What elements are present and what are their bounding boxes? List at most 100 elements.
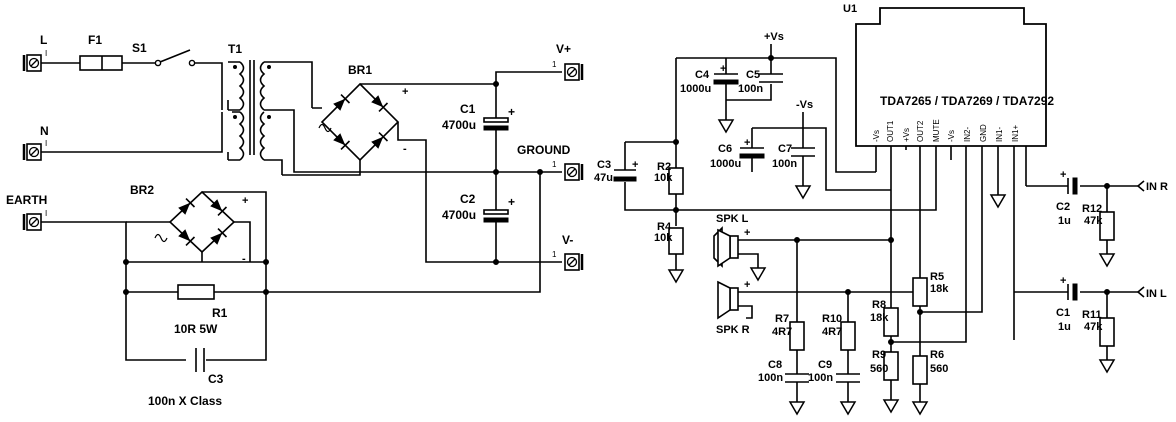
- switch-S1-blade: [159, 49, 191, 63]
- amplifier-section: U1 TDA7265 / TDA7269 / TDA7292 -Vs OUT1 …: [594, 3, 1168, 415]
- resistor-R12: [1099, 211, 1115, 241]
- label-R11-value: 47k: [1084, 321, 1103, 333]
- label-C4: C4: [695, 69, 710, 81]
- label-C1-plus: +: [508, 105, 515, 119]
- capacitor-C1-plate-neg: [483, 125, 509, 131]
- svg-text:IN1-: IN1-: [995, 127, 1004, 142]
- svg-text:IN2-: IN2-: [963, 127, 972, 142]
- label-in-right: IN R: [1146, 181, 1168, 193]
- ic-pin-labels: -Vs OUT1 +Vs OUT2 MUTE -Vs IN2- GND IN1-…: [872, 119, 1020, 142]
- ic-pin-leads: [875, 146, 1027, 340]
- label-C2-value: 4700u: [442, 208, 476, 222]
- label-BR2: BR2: [130, 183, 154, 197]
- resistor-R7: [789, 321, 805, 351]
- label-R4: R4: [657, 221, 672, 233]
- label-R7-value: 4R7: [772, 326, 792, 338]
- resistor-R1: [177, 284, 215, 300]
- label-R1: R1: [212, 306, 228, 320]
- label-earth: EARTH: [6, 193, 47, 207]
- wire-vs-plus-rail: [676, 44, 876, 173]
- pin-label-vplus: 1: [552, 60, 557, 69]
- label-C4-plus: +: [720, 63, 726, 75]
- label-R12-value: 47k: [1084, 215, 1103, 227]
- label-R4-value: 10k: [654, 232, 673, 244]
- label-C5-value: 100n: [738, 83, 763, 95]
- power-supply-section: L N EARTH I I I F1 S1 T1 BR1 + - C1 4700…: [6, 33, 584, 408]
- wire-secondary-center-tap: [264, 109, 540, 173]
- label-R6: R6: [930, 349, 944, 361]
- label-R9-value: 560: [870, 363, 888, 375]
- label-R9: R9: [872, 349, 886, 361]
- ground-R12: [1099, 253, 1115, 267]
- ground-C9: [840, 401, 856, 415]
- connector-earth: [22, 212, 43, 232]
- resistor-R6: [912, 355, 928, 385]
- label-C3-plus: +: [632, 159, 638, 171]
- label-U1: U1: [843, 3, 857, 15]
- label-ground: GROUND: [517, 143, 571, 157]
- label-C3: C3: [208, 372, 224, 386]
- label-R5-value: 18k: [930, 283, 949, 295]
- resistor-R4: [668, 227, 684, 255]
- label-C5: C5: [746, 69, 760, 81]
- label-L: L: [40, 33, 47, 47]
- switch-contact-b: [188, 59, 196, 67]
- label-spkl-plus: +: [744, 227, 750, 239]
- label-R12: R12: [1082, 203, 1102, 215]
- wire-vplus-rail: [312, 71, 562, 109]
- wire-vs-minus-rail: [752, 112, 891, 191]
- pin-label-N: I: [45, 139, 47, 148]
- label-C1-amp-plus: +: [1060, 275, 1066, 287]
- label-C2-amp-plus: +: [1060, 169, 1066, 181]
- label-C3-value: 47u: [594, 172, 613, 184]
- pin-label-earth: I: [45, 209, 47, 218]
- resistor-R10: [840, 321, 856, 351]
- label-C1: C1: [460, 102, 476, 116]
- label-C7: C7: [778, 143, 792, 155]
- label-R10-value: 4R7: [822, 326, 842, 338]
- resistor-R2: [668, 167, 684, 195]
- label-ic-part: TDA7265 / TDA7269 / TDA7292: [880, 94, 1054, 108]
- capacitor-C1-plate: [483, 117, 509, 123]
- switch-contact-a: [154, 59, 162, 67]
- connector-vminus: [563, 252, 584, 272]
- label-BR2-minus: -: [242, 253, 246, 265]
- resistor-R8: [883, 307, 899, 337]
- label-C1-amp: C1: [1056, 307, 1070, 319]
- ground-R6: [912, 401, 928, 415]
- speaker-left-cone: [717, 228, 731, 268]
- ground-C8: [789, 401, 805, 415]
- svg-text:GND: GND: [979, 124, 988, 142]
- wire-earth-loop: [41, 221, 267, 361]
- label-C8: C8: [768, 359, 782, 371]
- capacitor-C2-plate-neg: [483, 217, 509, 223]
- label-spk-right: SPK R: [716, 324, 750, 336]
- label-C1-value: 4700u: [442, 118, 476, 132]
- ground-C7: [795, 185, 811, 199]
- fuse-F1: [79, 55, 123, 71]
- speaker-right: [729, 287, 739, 311]
- label-N: N: [40, 124, 49, 138]
- label-C6-value: 1000u: [710, 158, 741, 170]
- label-in-left: IN L: [1146, 288, 1167, 300]
- label-C6-plus: +: [744, 137, 750, 149]
- label-R11: R11: [1082, 309, 1102, 321]
- wire-spk-left: [738, 239, 891, 268]
- label-BR1-minus: -: [403, 143, 407, 155]
- pin-label-vminus: 1: [552, 250, 557, 259]
- pin-label-L: I: [45, 49, 47, 58]
- label-C2-amp-value: 1u: [1058, 215, 1071, 227]
- label-C2-amp: C2: [1056, 201, 1070, 213]
- resistor-R5: [912, 277, 928, 307]
- connector-ground: [563, 162, 584, 182]
- label-vminus: V-: [562, 233, 573, 247]
- wire-spk-right: [738, 291, 920, 319]
- label-C2: C2: [460, 192, 476, 206]
- label-R10: R10: [822, 313, 842, 325]
- label-C9-value: 100n: [808, 372, 833, 384]
- label-R1-value: 10R 5W: [174, 322, 218, 336]
- label-C9: C9: [818, 359, 832, 371]
- label-C6: C6: [718, 143, 732, 155]
- ground-ic-gnd: [990, 194, 1006, 208]
